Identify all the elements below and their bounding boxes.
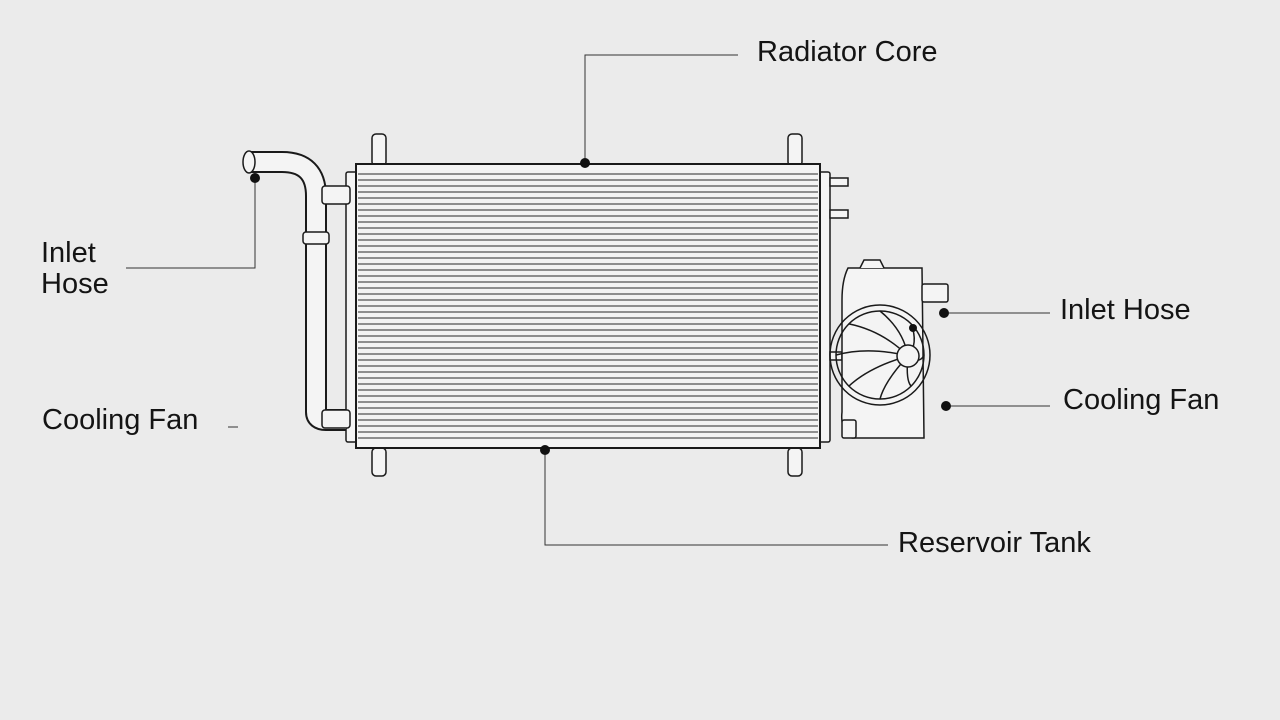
label-inlet-hose-left-line2: Hose (41, 268, 109, 300)
fan-assembly (829, 259, 949, 439)
leader-radiator-core (584, 54, 738, 163)
mount-post-top-right (787, 133, 803, 167)
fan-bottom-bracket (841, 419, 857, 439)
dot-reservoir-tank (540, 445, 550, 455)
mount-post-bottom-left (371, 447, 387, 477)
mount-post-bottom-right (787, 447, 803, 477)
label-inlet-hose-left-line1: Inlet (41, 237, 96, 269)
callout-dots (250, 158, 951, 455)
leader-inlet-hose-left (126, 178, 256, 269)
hose-clamp (302, 231, 330, 245)
label-inlet-hose-right: Inlet Hose (1060, 294, 1191, 326)
label-cooling-fan-left: Cooling Fan (42, 404, 198, 436)
mounting-posts (371, 133, 803, 477)
right-tank-port-lower (829, 209, 849, 219)
inlet-hose-pipe (242, 150, 351, 431)
fan-side-outlet (921, 283, 949, 303)
dot-cooling-fan-right (941, 401, 951, 411)
labels: Radiator Core Inlet Hose Cooling Fan Inl… (41, 36, 1219, 559)
hose-inlet-opening (242, 150, 256, 174)
dot-inlet-hose-right (939, 308, 949, 318)
mount-post-top-left (371, 133, 387, 167)
fan-ring (829, 304, 931, 406)
dot-fan-inlet (909, 324, 917, 332)
label-radiator-core: Radiator Core (757, 36, 938, 68)
hose-lower-fitting (321, 409, 351, 429)
dot-inlet-hose-left (250, 173, 260, 183)
label-cooling-fan-right: Cooling Fan (1063, 384, 1219, 416)
label-reservoir-tank: Reservoir Tank (898, 527, 1091, 559)
fan-top-neck (859, 259, 885, 269)
hose-upper-fitting (321, 185, 351, 205)
right-tank-port-upper (829, 177, 849, 187)
radiator-fins (358, 173, 818, 439)
leader-reservoir-tank (544, 450, 888, 546)
leader-lines (126, 54, 1050, 546)
fan-hub (896, 344, 920, 368)
dot-radiator-core (580, 158, 590, 168)
